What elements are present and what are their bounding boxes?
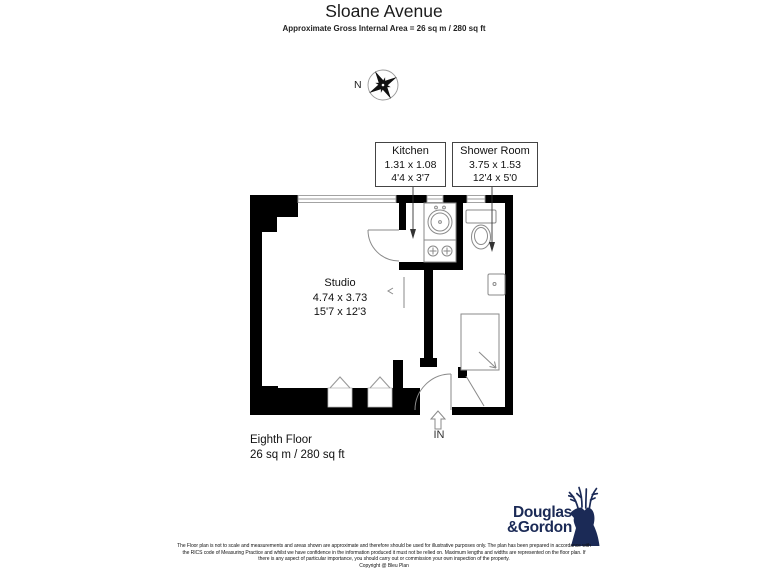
- basin-icon: [487, 273, 506, 296]
- page-subtitle: Approximate Gross Internal Area = 26 sq …: [282, 24, 486, 33]
- window-icon: [297, 195, 486, 203]
- label-leader-arrows: [410, 187, 495, 252]
- studio-name: Studio: [324, 277, 356, 289]
- logo-line-2: &Gordon: [506, 518, 572, 536]
- disclaimer-line-1: The Floor plan is not to scale and measu…: [177, 543, 591, 549]
- shower-room-metric-dimensions: 3.75 x 1.53: [469, 158, 521, 171]
- copyright-line: Copyright @ Bleu Plan: [359, 563, 409, 570]
- shower-room-label-box: Shower Room 3.75 x 1.53 12'4 x 5'0: [452, 142, 538, 187]
- agency-logo: Douglas &Gordon: [478, 504, 572, 536]
- disclaimer: The Floor plan is not to scale and measu…: [149, 543, 619, 570]
- entrance-arrow-icon: [429, 410, 447, 430]
- floor-summary: Eighth Floor 26 sq m / 280 sq ft: [250, 433, 345, 463]
- page-title: Sloane Avenue: [325, 1, 443, 21]
- toilet-icon: [465, 209, 497, 250]
- studio-label: Studio 4.74 x 3.73 15'7 x 12'3: [294, 276, 386, 320]
- wardrobe-chevron-icon: [327, 376, 393, 408]
- studio-imperial-dimensions: 15'7 x 12'3: [313, 306, 367, 318]
- entrance-label: IN: [433, 429, 445, 441]
- doors: [367, 229, 485, 411]
- studio-metric-dimensions: 4.74 x 3.73: [312, 291, 368, 304]
- logo-line-1: Douglas: [512, 504, 572, 521]
- shower-room-name: Shower Room: [460, 145, 530, 157]
- kitchen-metric-dimensions: 1.31 x 1.08: [384, 158, 437, 171]
- floor-name: Eighth Floor: [250, 434, 313, 446]
- kitchen-label-box: Kitchen 1.31 x 1.08 4'4 x 3'7: [375, 142, 446, 187]
- disclaimer-line-2: the RICS code of Measuring Practice and …: [182, 549, 586, 556]
- compass-rose-icon: [367, 69, 399, 101]
- disclaimer-line-3: there is any aspect of particular import…: [258, 556, 510, 563]
- compass-north-label: N: [354, 79, 362, 91]
- kitchen-name: Kitchen: [392, 145, 429, 157]
- hob-icon: [427, 245, 453, 257]
- shower-room-imperial-dimensions: 12'4 x 5'0: [472, 172, 518, 184]
- kitchen-imperial-dimensions: 4'4 x 3'7: [391, 172, 430, 184]
- sink-icon: [427, 205, 453, 235]
- stag-icon: [567, 486, 600, 546]
- floor-area: 26 sq m / 280 sq ft: [250, 449, 345, 461]
- shower-icon: [460, 313, 500, 371]
